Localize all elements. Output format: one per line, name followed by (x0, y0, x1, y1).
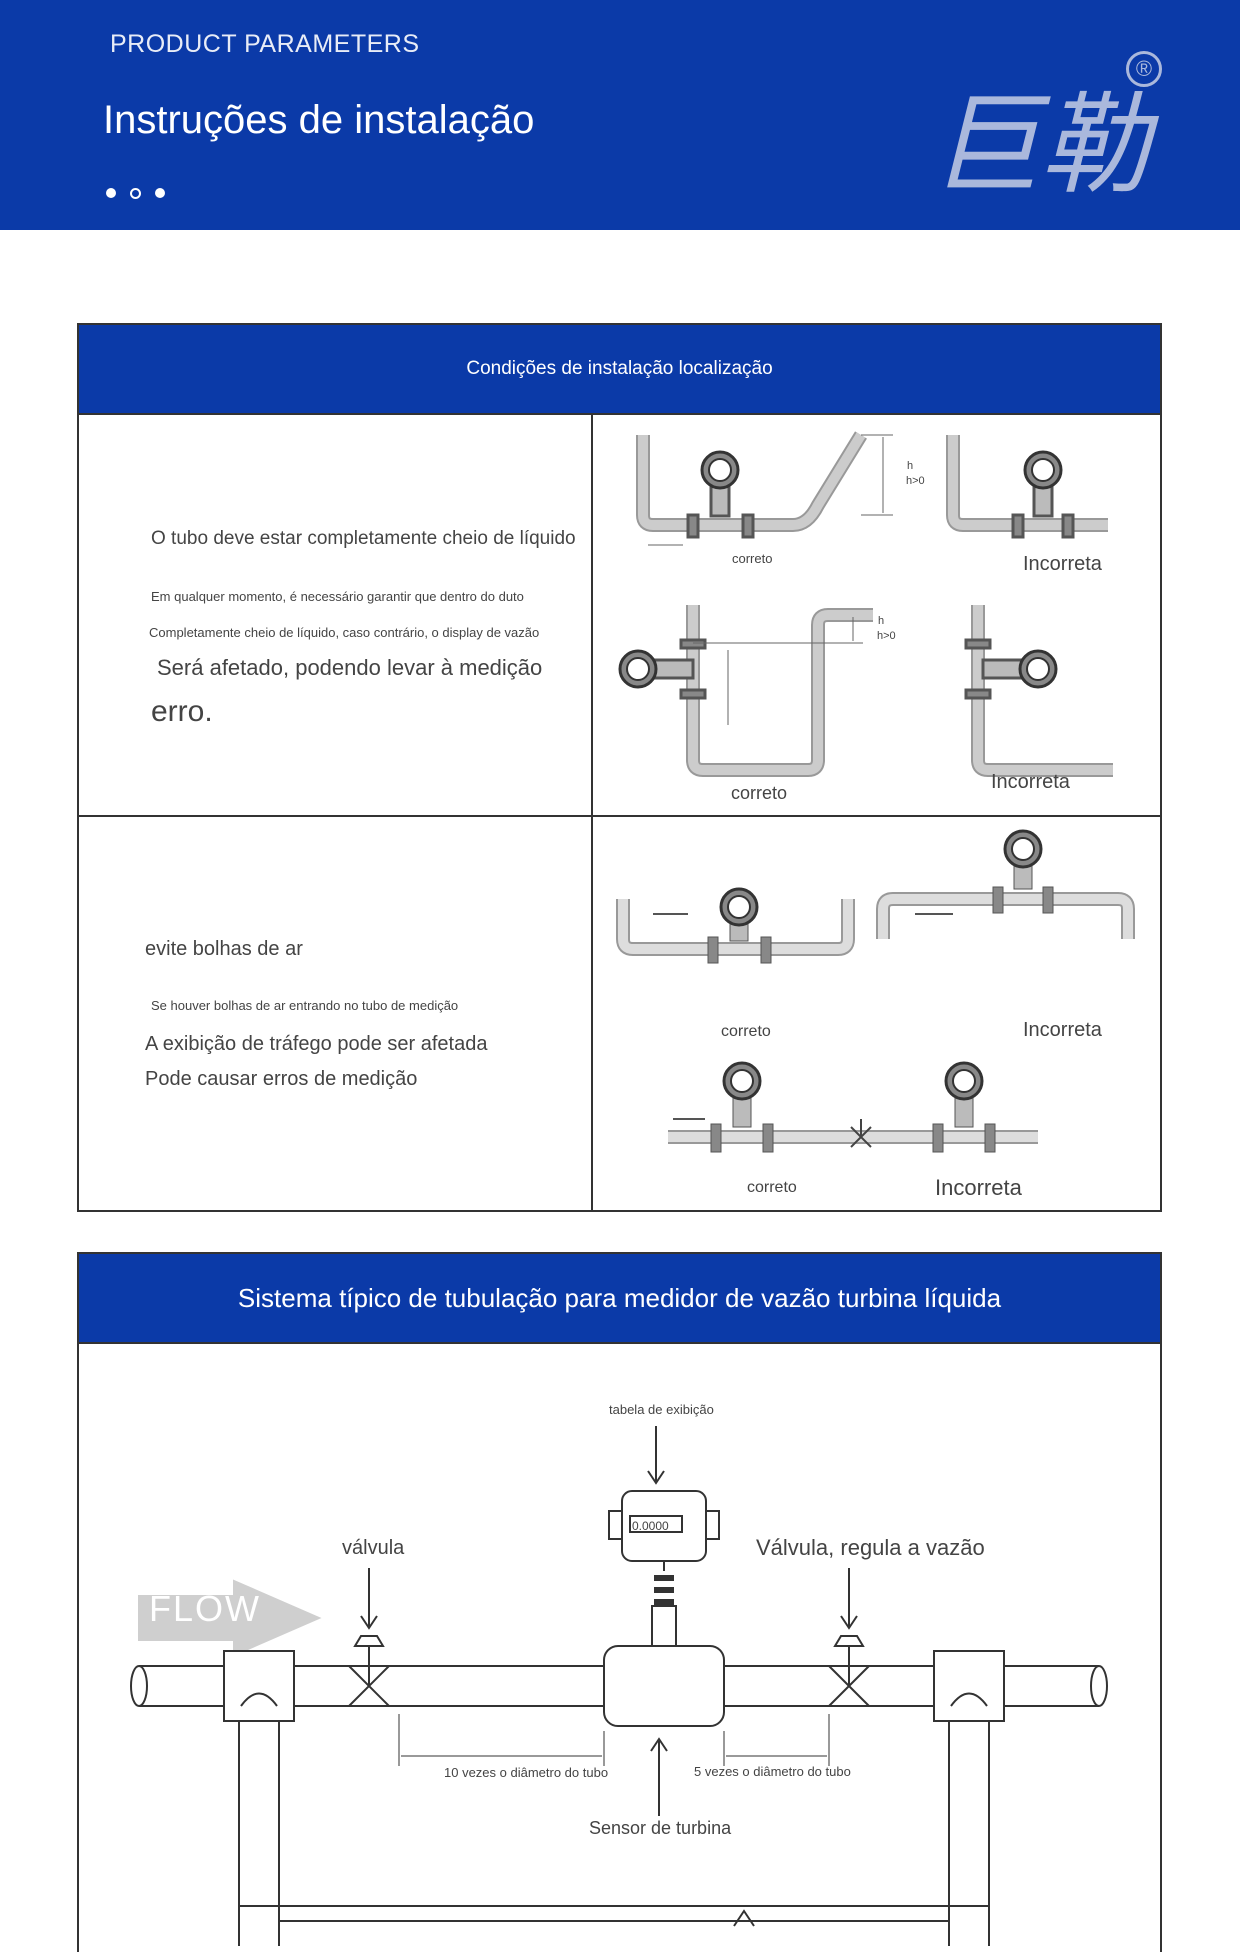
section-text: Será afetado, podendo levar à medição (157, 655, 543, 680)
label-h: h (878, 615, 885, 627)
label-correct: correto (721, 1023, 771, 1040)
label-h-gt0: h>0 (906, 475, 925, 487)
dot-filled[interactable] (106, 188, 116, 198)
label-downstream-distance: 5 vezes o diâmetro do tubo (694, 1764, 851, 1779)
label-valve: válvula (342, 1537, 405, 1559)
label-valve-regulate: Válvula, regula a vazão (756, 1535, 985, 1560)
carousel-dots (106, 188, 165, 199)
piping-system-diagram (130, 1426, 1108, 1946)
logo-text: 巨勒 (930, 81, 1150, 209)
panel-title: Sistema típico de tubulação para medidor… (79, 1254, 1160, 1344)
label-correct: correto (747, 1179, 797, 1196)
flow-label: FLOW (149, 1588, 261, 1629)
section-text: erro. (151, 695, 213, 728)
label-upstream-distance: 10 vezes o diâmetro do tubo (444, 1765, 609, 1780)
label-correct: correto (732, 551, 773, 566)
registered-mark: ® (1126, 51, 1162, 87)
label-h: h (907, 460, 914, 472)
conditions-grid: O tubo deve estar completamente cheio de… (79, 415, 1160, 1210)
grid-divider (591, 415, 593, 1210)
section-text: A exibição de tráfego pode ser afetada (145, 1033, 488, 1055)
dot-filled[interactable] (155, 188, 165, 198)
label-incorrect: Incorreta (935, 1175, 1022, 1200)
brand-logo: 巨勒 ® (930, 51, 1180, 209)
header-subtitle: PRODUCT PARAMETERS (110, 30, 420, 58)
label-incorrect: Incorreta (991, 771, 1070, 793)
section-heading: O tubo deve estar completamente cheio de… (151, 528, 576, 549)
air-bubble-diagrams (616, 829, 1135, 1153)
section-text: Em qualquer momento, é necessário garant… (151, 589, 524, 604)
display-value: 0.0000 (632, 1519, 669, 1533)
dot-hollow[interactable] (130, 188, 141, 199)
label-incorrect: Incorreta (1023, 553, 1102, 575)
label-display-table: tabela de exibição (609, 1402, 714, 1417)
label-turbine-sensor: Sensor de turbina (589, 1818, 732, 1838)
full-pipe-diagrams (618, 431, 1113, 777)
label-h-gt0: h>0 (877, 630, 896, 642)
panel-title: Condições de instalação localização (79, 325, 1160, 415)
label-incorrect: Incorreta (1023, 1019, 1102, 1041)
section-text: Se houver bolhas de ar entrando no tubo … (151, 998, 459, 1013)
section-heading: evite bolhas de ar (145, 938, 303, 960)
section-text: Pode causar erros de medição (145, 1068, 418, 1090)
grid-divider (79, 815, 1160, 817)
installation-conditions-panel: Condições de instalação localização O tu… (77, 323, 1162, 1212)
header-banner: PRODUCT PARAMETERS Instruções de instala… (0, 0, 1240, 230)
section-text: Completamente cheio de líquido, caso con… (149, 625, 540, 640)
label-correct: correto (731, 783, 788, 803)
page-title: Instruções de instalação (103, 98, 535, 142)
typical-piping-panel: Sistema típico de tubulação para medidor… (77, 1252, 1162, 1952)
